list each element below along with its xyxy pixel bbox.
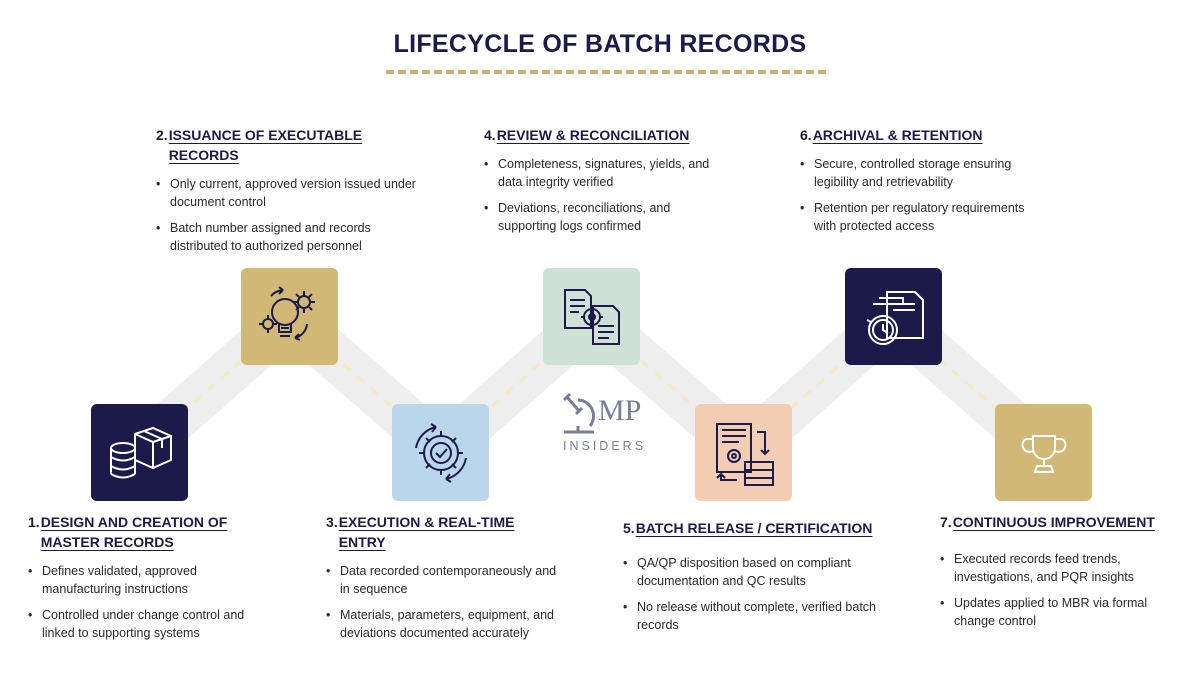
stage-point: Updates applied to MBR via formal change… <box>940 594 1175 630</box>
stage-point: Materials, parameters, equipment, and de… <box>326 606 566 642</box>
documents-gear-icon <box>563 288 620 345</box>
stage-4: 4.REVIEW & RECONCILIATION Completeness, … <box>484 125 724 243</box>
stage-point: Retention per regulatory requirements wi… <box>800 199 1050 235</box>
stage-point: QA/QP disposition based on compliant doc… <box>623 554 893 590</box>
stage-point: Batch number assigned and records distri… <box>156 219 416 255</box>
stage-6-tile <box>845 268 942 365</box>
stage-5-tile <box>695 404 792 501</box>
stage-heading: ARCHIVAL & RETENTION <box>812 127 983 143</box>
stage-heading: BATCH RELEASE / CERTIFICATION <box>635 520 873 536</box>
lightbulb-gears-icon <box>258 285 315 341</box>
stage-3-tile <box>392 404 489 501</box>
stage-heading: ISSUANCE OF EXECUTABLE RECORDS <box>168 127 363 163</box>
stage-point: No release without complete, verified ba… <box>623 598 893 634</box>
stage-4-tile <box>543 268 640 365</box>
stage-number: 4. <box>484 127 496 143</box>
logo-subtitle: INSIDERS <box>563 439 647 453</box>
trophy-icon <box>1021 434 1066 473</box>
stage-heading: DESIGN AND CREATION OF MASTER RECORDS <box>40 514 228 550</box>
stage-number: 1. <box>28 514 40 530</box>
stage-point: Deviations, reconciliations, and support… <box>484 199 724 235</box>
stage-2: 2.ISSUANCE OF EXECUTABLE RECORDS Only cu… <box>156 125 416 263</box>
stage-point: Only current, approved version issued un… <box>156 175 416 211</box>
stage-point: Controlled under change control and link… <box>28 606 268 642</box>
database-box-icon <box>109 426 172 478</box>
logo-name: MP <box>598 394 642 427</box>
stage-5: 5.BATCH RELEASE / CERTIFICATION QA/QP di… <box>623 518 893 642</box>
stage-point: Data recorded contemporaneously and in s… <box>326 562 566 598</box>
stage-number: 6. <box>800 127 812 143</box>
stage-point: Secure, controlled storage ensuring legi… <box>800 155 1050 191</box>
microscope-icon <box>562 392 595 434</box>
folder-clock-icon <box>866 290 924 345</box>
stage-2-tile <box>241 268 338 365</box>
gear-check-icon <box>414 422 467 483</box>
stage-3: 3.EXECUTION & REAL-TIME ENTRY Data recor… <box>326 512 566 650</box>
stage-heading: CONTINUOUS IMPROVEMENT <box>952 514 1155 530</box>
stage-point: Executed records feed trends, investigat… <box>940 550 1175 586</box>
stage-heading: REVIEW & RECONCILIATION <box>496 127 690 143</box>
stage-heading: EXECUTION & REAL-TIME ENTRY <box>338 514 515 550</box>
gmp-insiders-logo: MP INSIDERS <box>558 392 658 462</box>
stage-6: 6.ARCHIVAL & RETENTION Secure, controlle… <box>800 125 1050 243</box>
stage-number: 7. <box>940 514 952 530</box>
page-title: LIFECYCLE OF BATCH RECORDS <box>393 30 807 58</box>
title-underline <box>386 70 826 74</box>
stage-point: Defines validated, approved manufacturin… <box>28 562 268 598</box>
stage-1: 1.DESIGN AND CREATION OF MASTER RECORDS … <box>28 512 268 650</box>
document-server-icon <box>715 422 774 486</box>
stage-number: 3. <box>326 514 338 530</box>
stage-number: 2. <box>156 127 168 143</box>
stage-7: 7.CONTINUOUS IMPROVEMENT Executed record… <box>940 512 1175 638</box>
stage-point: Completeness, signatures, yields, and da… <box>484 155 724 191</box>
stage-1-tile <box>91 404 188 501</box>
stage-7-tile <box>995 404 1092 501</box>
stage-number: 5. <box>623 520 635 536</box>
